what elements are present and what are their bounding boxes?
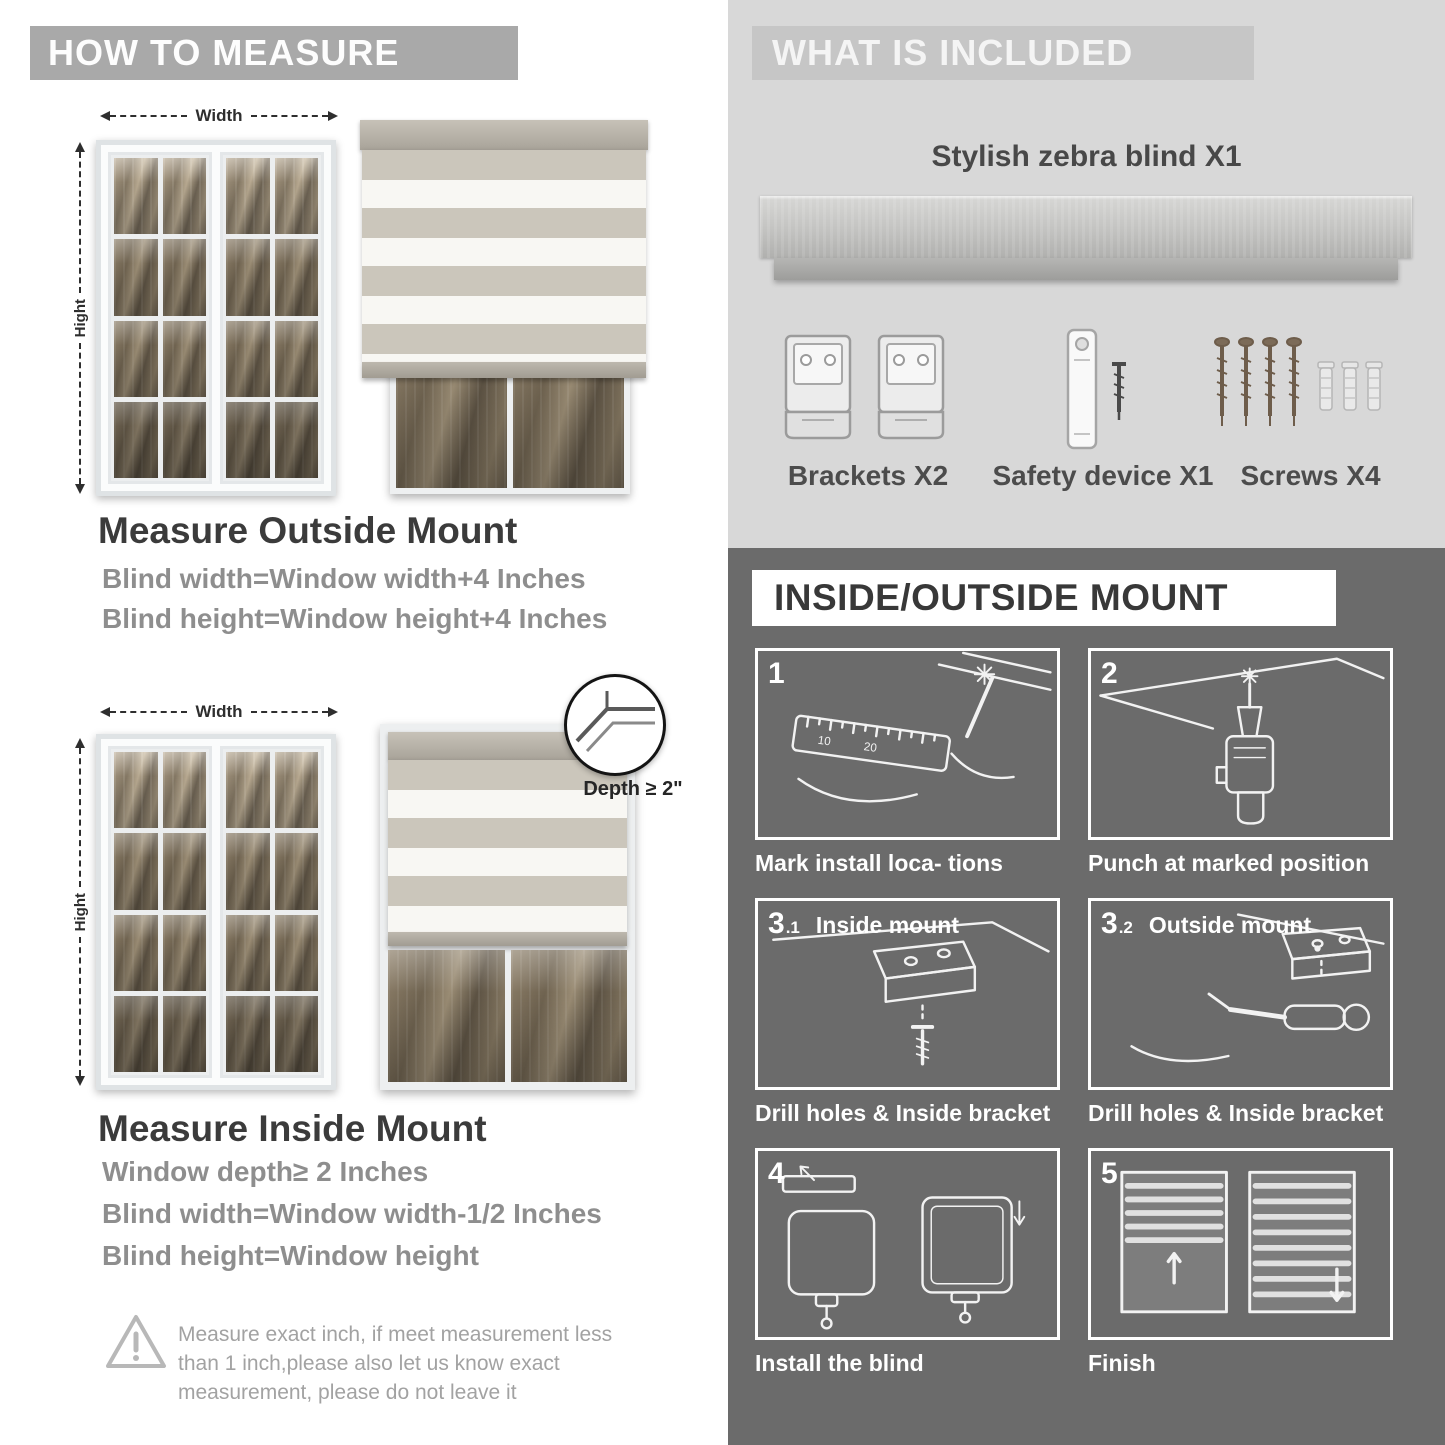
drill-icon [1099,657,1385,825]
step-2-illustration: 2 [1088,648,1393,840]
width-label: Width [195,106,243,125]
step-4: 4 Inst [755,1148,1060,1377]
outside-mount-title: Measure Outside Mount [98,510,518,551]
blind-headrail-lip [774,258,1398,280]
inside-mount-title: Measure Inside Mount [98,1108,487,1149]
zebra-stripes [388,760,627,932]
step-4-caption: Install the blind [755,1350,924,1376]
step-number: 3 [768,907,785,940]
arrow-up-icon [75,738,85,748]
step-5: 5 [1088,1148,1393,1377]
window-sash [220,746,324,1078]
window-sash [220,152,324,484]
mount-header: INSIDE/OUTSIDE MOUNT [752,570,1336,626]
install-blind-icon [781,1165,1026,1330]
mount-instructions-section: INSIDE/OUTSIDE MOUNT 1 10 20 [728,548,1445,1445]
width-label: Width [195,702,243,721]
step-2: 2 Punch at marked position [1088,648,1393,877]
window-illustration-inside [96,734,336,1090]
arrow-down-icon [75,1076,85,1087]
zebra-stripes [362,150,646,362]
svg-text:10: 10 [817,734,832,749]
outside-bracket-icon [1130,913,1385,1063]
arrow-right-icon [328,707,338,717]
height-arrow: Hight [71,142,89,495]
outside-mount-line-1: Blind width=Window width+4 Inches [102,563,586,594]
inside-mount-line-1: Window depth≥ 2 Inches [102,1156,429,1187]
height-label: Hight [71,892,89,932]
step-number: 2 [1101,657,1118,690]
step-number: 1 [768,657,785,690]
blind-headrail-illustration [760,196,1412,258]
step-title: Outside mount [1148,912,1312,938]
inside-bracket-icon [772,921,1050,1066]
width-arrow: Width [100,106,338,125]
warning-triangle-icon [106,1315,166,1368]
step-3-2-illustration: 3 .2 Outside mount [1088,898,1393,1090]
arrow-left-icon [100,707,110,717]
step-4-illustration: 4 [755,1148,1060,1340]
width-arrow: Width [100,702,338,721]
how-to-measure-header: HOW TO MEASURE [30,26,518,80]
inside-mount-line-2: Blind width=Window width-1/2 Inches [102,1198,602,1229]
outside-mount-blind-illustration [360,120,648,494]
height-label: Hight [71,298,89,338]
safety-device-label: Safety device X1 [992,460,1214,491]
blind-bottom-rail [362,362,646,378]
finished-blinds-icon [1120,1170,1356,1314]
step-1-caption: Mark install loca- tions [755,850,1003,876]
window-behind-blind [388,946,627,1082]
blind-bottom-rail [388,932,627,946]
step-number: 3 [1101,907,1118,940]
outside-mount-line-2: Blind height=Window height+4 Inches [102,603,608,634]
arrow-right-icon [328,111,338,121]
inside-mount-line-3: Blind height=Window height [102,1240,479,1271]
brackets-label: Brackets X2 [787,460,949,491]
brackets-icon [784,334,945,440]
svg-text:20: 20 [863,740,878,755]
step-title: Inside mount [815,912,959,938]
step-number: 4 [768,1157,785,1190]
step-1-illustration: 1 10 20 [755,648,1060,840]
safety-device-icon [1066,328,1126,450]
step-3-2-caption: Drill holes & Inside bracket [1088,1100,1384,1126]
step-5-illustration: 5 [1088,1148,1393,1340]
warning-line-2: than 1 inch,please also let us know exac… [178,1352,560,1375]
warning-line-3: measurement, please do not leave it [178,1381,517,1404]
depth-label: Depth ≥ 2" [583,778,683,800]
window-sash [108,152,212,484]
step-3-1-caption: Drill holes & Inside bracket [755,1100,1051,1126]
window-illustration-outside [96,140,336,496]
measure-warning-text: Measure exact inch, if meet measurement … [178,1320,648,1407]
arrow-up-icon [75,142,85,152]
step-number: 5 [1101,1157,1118,1190]
step-2-caption: Punch at marked position [1088,850,1370,876]
step-3-1-illustration: 3 .1 Inside mount [755,898,1060,1090]
arrow-left-icon [100,111,110,121]
measure-and-mark-icon: 10 20 [791,651,1052,803]
what-is-included-section: WHAT IS INCLUDED Stylish zebra blind X1 [728,0,1445,548]
step-3-1: 3 .1 Inside mount Drill holes & Inside b… [755,898,1060,1127]
inside-mount-blind-illustration [380,724,635,1090]
screws-icon [1214,337,1383,426]
depth-callout-circle [564,674,666,776]
window-sash [108,746,212,1078]
step-3-2: 3 .2 Outside mount [1088,898,1393,1127]
blind-cassette [360,120,648,150]
step-1: 1 10 20 Mar [755,648,1060,877]
what-is-included-header: WHAT IS INCLUDED [752,26,1254,80]
step-5-caption: Finish [1088,1350,1156,1376]
window-corner-detail-icon [575,691,655,753]
zebra-blind-label: Stylish zebra blind X1 [931,140,1242,173]
warning-line-1: Measure exact inch, if meet measurement … [178,1323,613,1346]
screws-label: Screws X4 [1240,460,1381,491]
height-arrow: Hight [71,738,89,1087]
arrow-down-icon [75,484,85,495]
